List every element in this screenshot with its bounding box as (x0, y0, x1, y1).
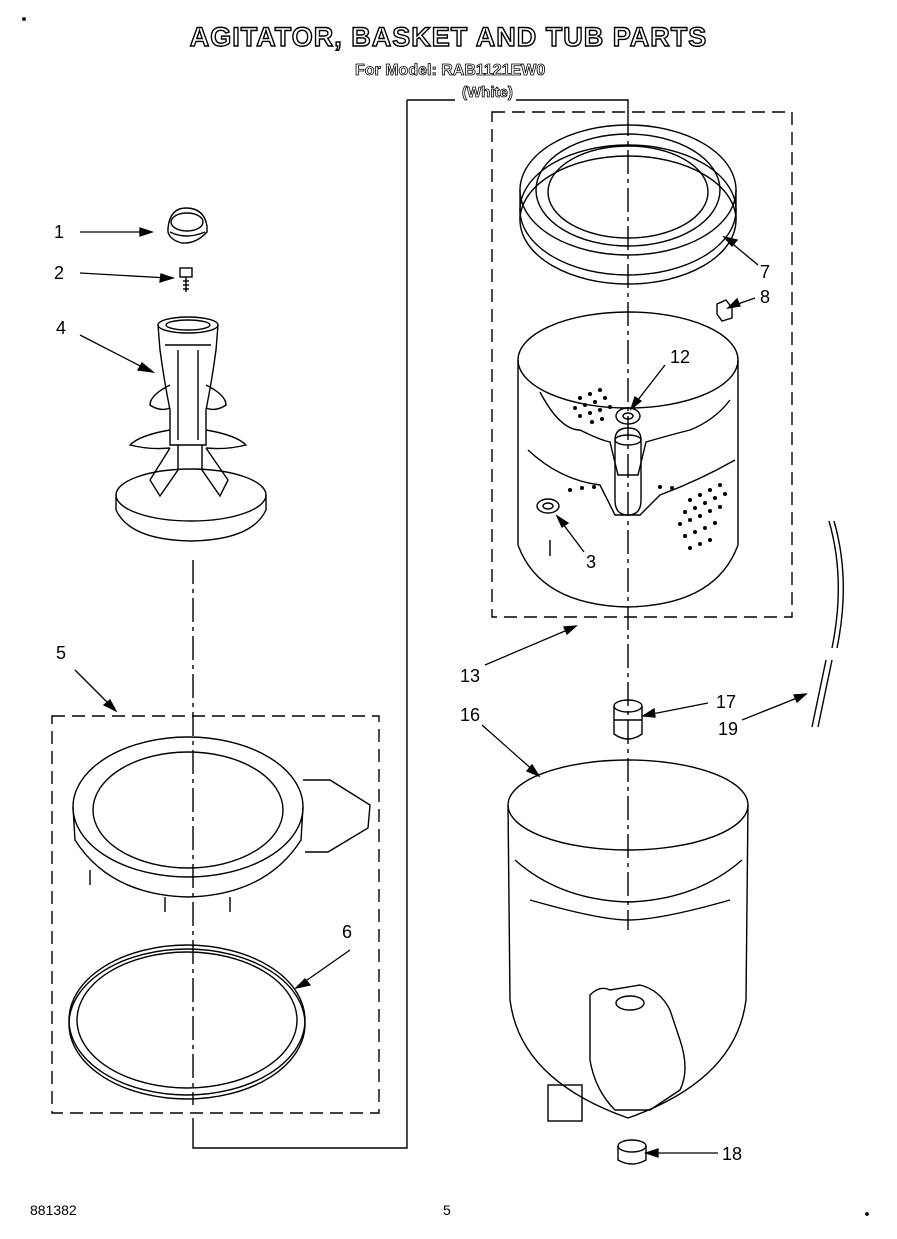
callout-4: 4 (56, 318, 67, 338)
tub-ring-assembly-box (51, 715, 380, 1114)
page-title: AGITATOR, BASKET AND TUB PARTS (189, 21, 708, 52)
perforation-dots (568, 388, 727, 550)
callout-1: 1 (54, 222, 65, 242)
callout-3: 3 (586, 552, 597, 572)
bolt-icon (179, 267, 193, 292)
speck-mark (22, 17, 26, 21)
basket-assembly-box (491, 111, 793, 618)
leader-lines (74, 227, 808, 1158)
basket-icon (517, 311, 739, 608)
seal-icon (613, 699, 643, 740)
doc-number: 881382 (30, 1202, 77, 1218)
callout-13: 13 (460, 666, 481, 686)
callout-5: 5 (56, 643, 67, 663)
callout-12: 12 (670, 347, 691, 367)
callout-7: 7 (760, 262, 771, 282)
basket-drive-block-icon (536, 498, 560, 556)
tub-ring-assembly-icon (72, 736, 371, 912)
callout-17: 17 (716, 692, 737, 712)
balance-ring-icon (519, 124, 737, 285)
callout-19: 19 (718, 719, 739, 739)
speck-mark (865, 1212, 869, 1216)
connector-line (192, 99, 629, 1149)
tub-icon (507, 759, 749, 1122)
callout-16: 16 (460, 705, 481, 725)
color-line: (White) (462, 84, 514, 102)
model-line: For Model: RAB1121EW0 (355, 62, 546, 80)
tub-ring-seal-icon (68, 944, 306, 1100)
page-number: 5 (443, 1202, 451, 1218)
callout-2: 2 (54, 263, 65, 283)
hose-icon (811, 520, 844, 728)
callout-8: 8 (760, 287, 771, 307)
callout-18: 18 (722, 1144, 743, 1164)
callout-6: 6 (342, 922, 353, 942)
agitator-cap-icon (167, 207, 208, 244)
agitator-icon (115, 316, 267, 542)
clip-icon (716, 299, 733, 322)
plug-icon (617, 1139, 647, 1165)
